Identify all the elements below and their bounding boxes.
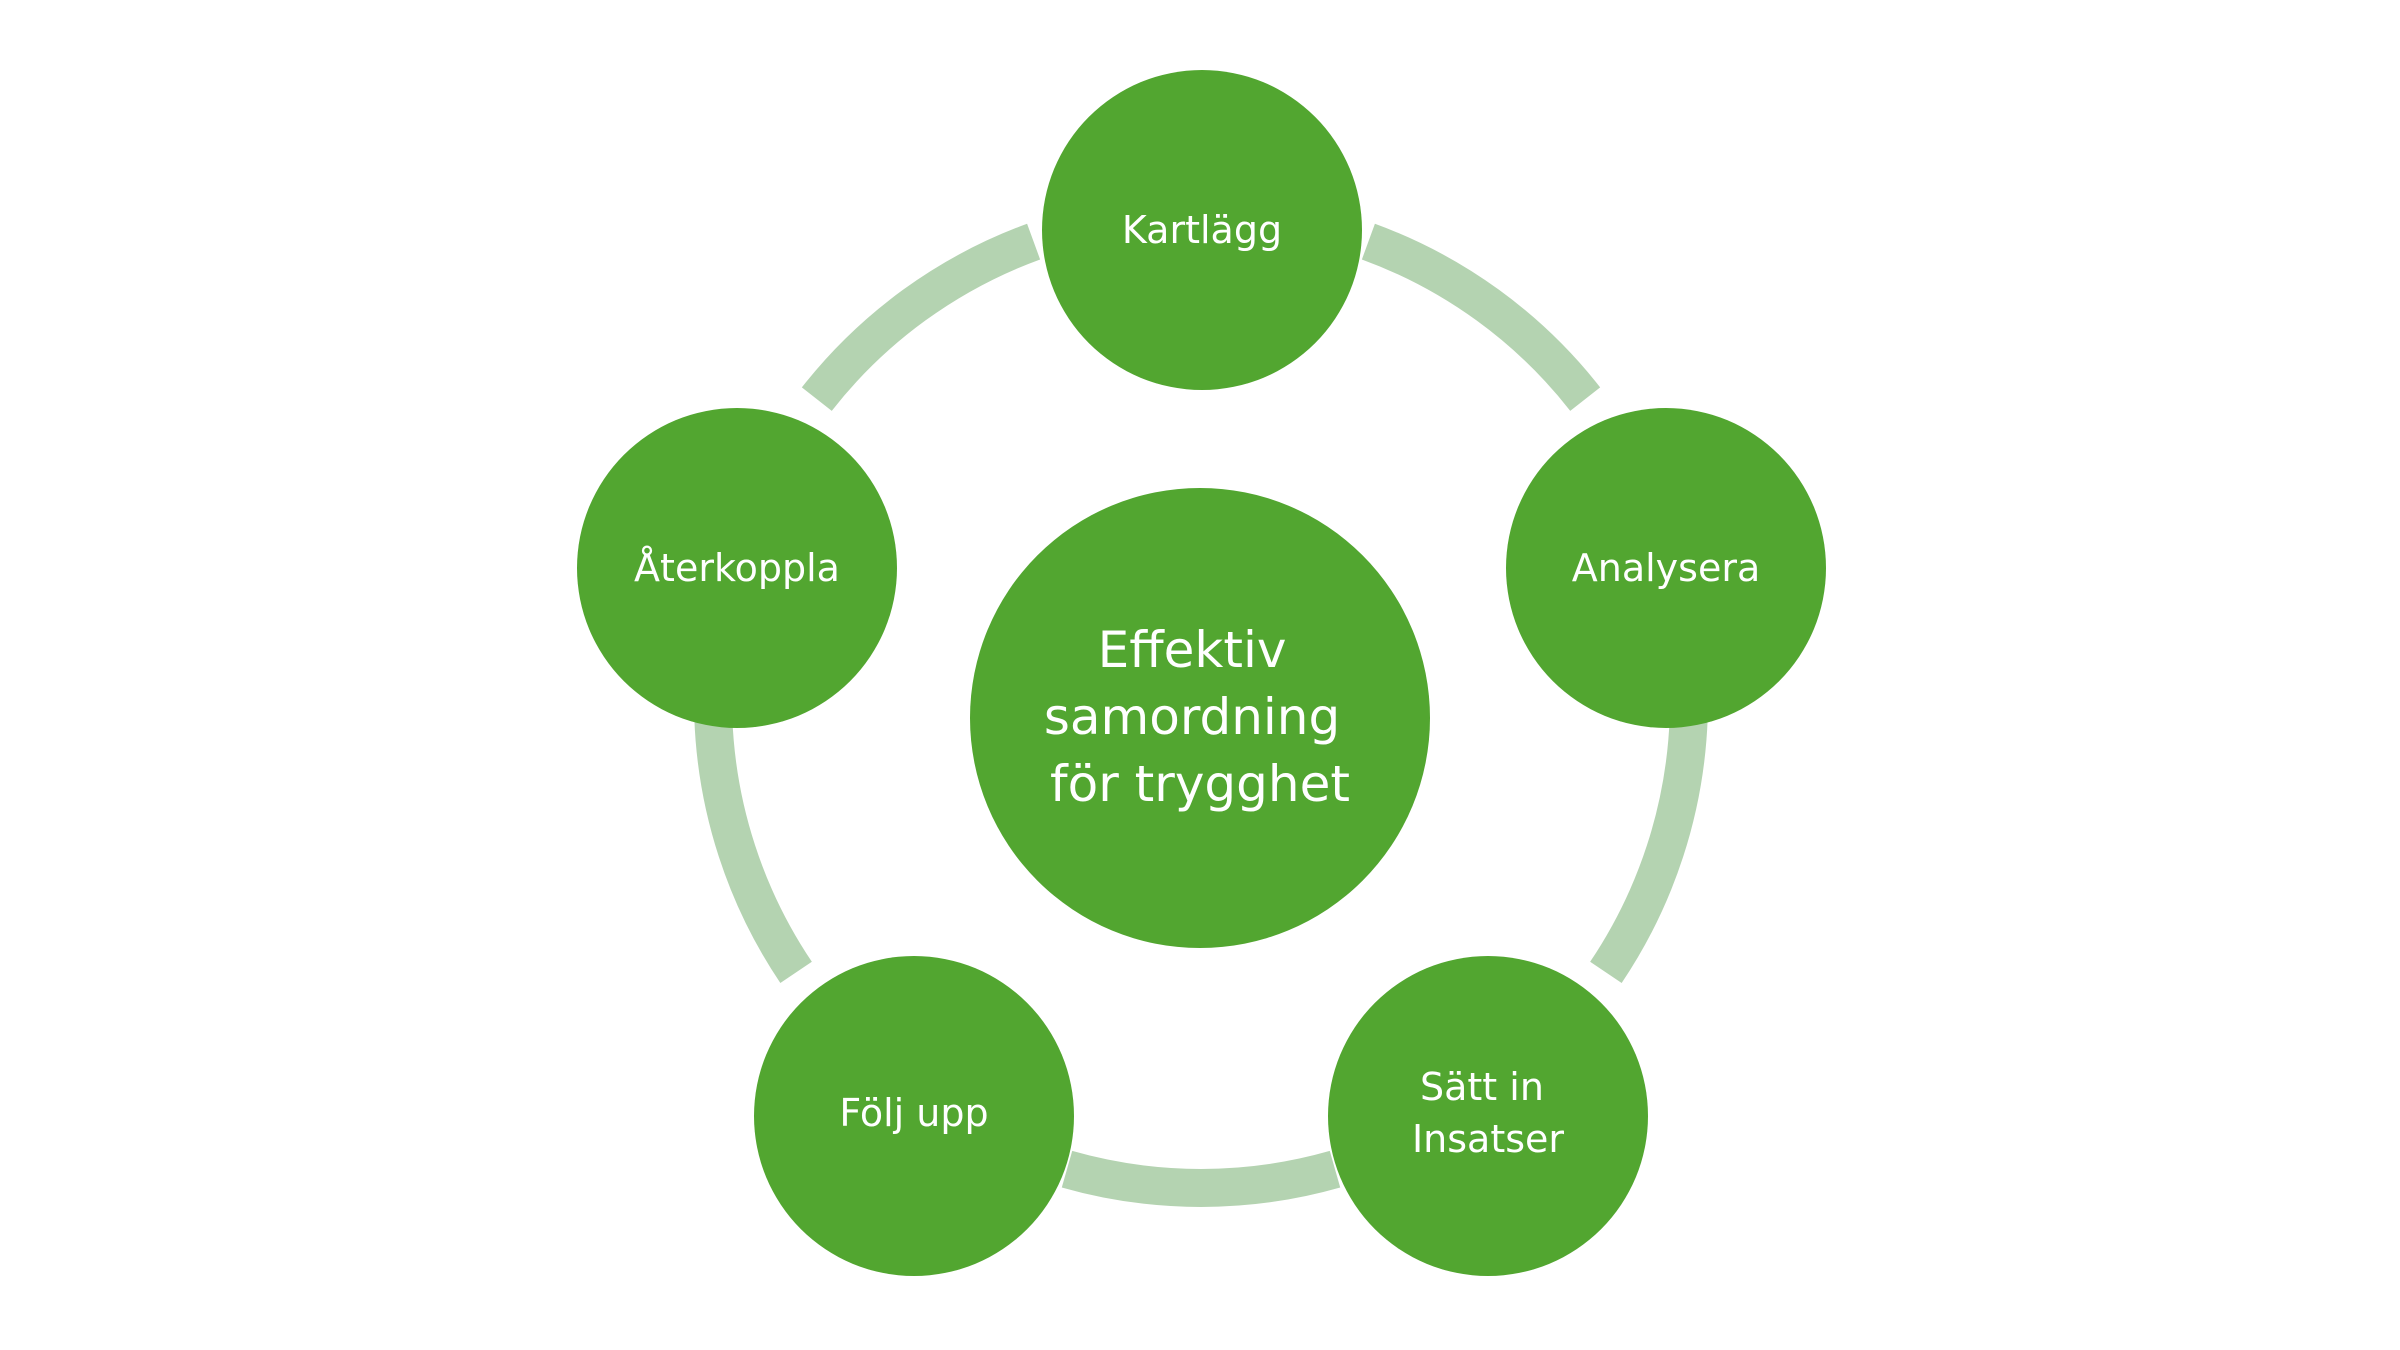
node-label: Återkoppla [634, 546, 840, 590]
center-label-line: samordning [1044, 688, 1340, 746]
center-label-line: för trygghet [1050, 755, 1350, 813]
center-node: Effektiv samordning för trygghet [970, 488, 1430, 948]
ring-segment [1061, 1150, 1341, 1207]
node-label-line: Insatser [1412, 1117, 1564, 1161]
center-label: Effektiv samordning för trygghet [1044, 621, 1356, 813]
node-aterkoppla: Återkoppla [577, 408, 897, 728]
node-satt-in-insatser: Sätt in Insatser [1328, 956, 1648, 1276]
node-label: Sätt in Insatser [1412, 1065, 1564, 1161]
center-circle [970, 488, 1430, 948]
node-kartlagg: Kartlägg [1042, 70, 1362, 390]
node-folj-upp: Följ upp [754, 956, 1074, 1276]
node-circle [1506, 408, 1826, 728]
node-circle [1328, 956, 1648, 1276]
node-label-line: Följ upp [839, 1091, 988, 1135]
center-label-line: Effektiv [1098, 621, 1287, 679]
node-circle [754, 956, 1074, 1276]
node-label-line: Återkoppla [634, 546, 840, 590]
node-circle [577, 408, 897, 728]
ring-segment [694, 716, 812, 984]
ring-segment [1590, 716, 1708, 984]
node-analysera: Analysera [1506, 408, 1826, 728]
ring-segment [801, 223, 1041, 411]
node-label: Följ upp [839, 1091, 988, 1135]
node-label: Kartlägg [1122, 208, 1282, 252]
node-circle [1042, 70, 1362, 390]
node-label: Analysera [1572, 546, 1761, 590]
node-label-line: Kartlägg [1122, 208, 1282, 252]
node-label-line: Sätt in [1420, 1065, 1544, 1109]
ring-segment [1361, 223, 1601, 411]
node-label-line: Analysera [1572, 546, 1761, 590]
cycle-ring [694, 223, 1708, 1207]
